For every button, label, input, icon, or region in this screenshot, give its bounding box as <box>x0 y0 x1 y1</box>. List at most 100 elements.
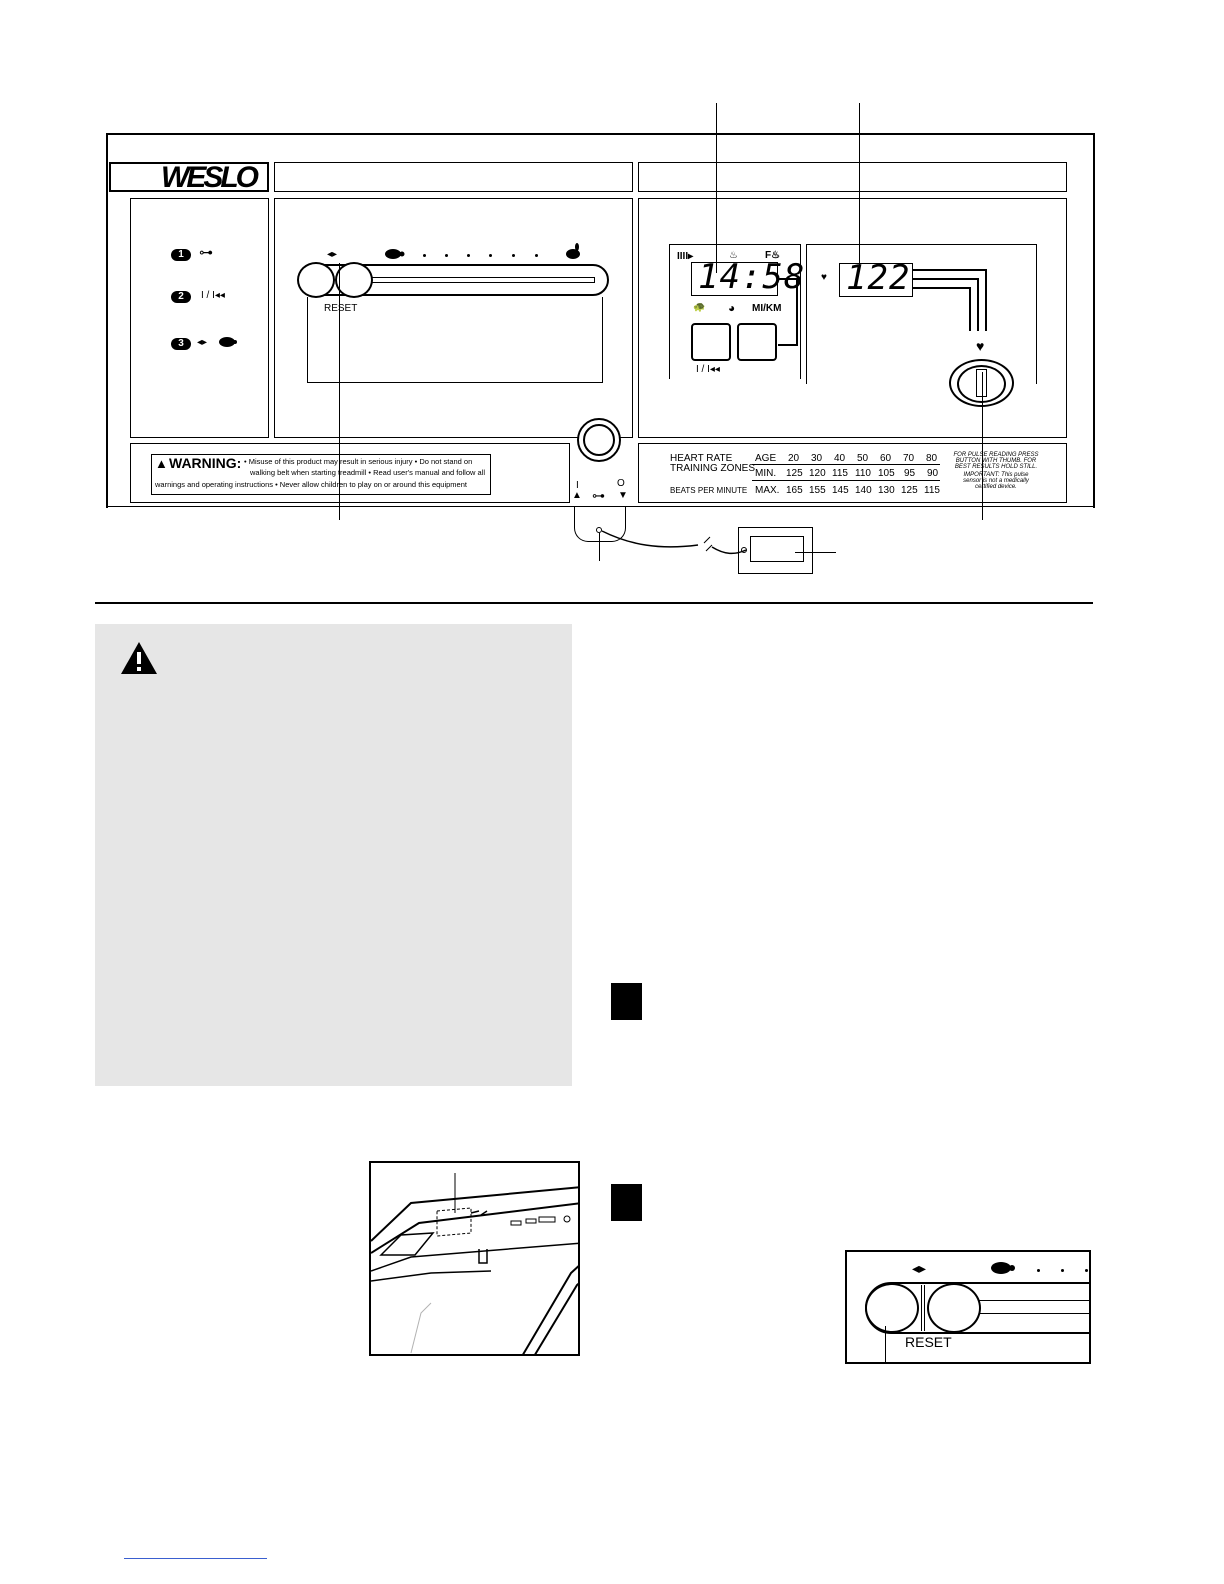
console-left-edge <box>106 133 108 508</box>
callout-line-key <box>599 533 600 561</box>
warning-icon: ▲ <box>155 456 168 471</box>
inset-callout-line <box>885 1326 886 1362</box>
pulse-window <box>806 244 1037 384</box>
console-right-edge <box>1093 133 1095 508</box>
safety-key-ring <box>741 547 747 553</box>
hr-zones-panel <box>638 443 1067 503</box>
callout-line-reset <box>339 263 340 520</box>
rabbit-icon <box>566 243 580 259</box>
key-icon: ⊶ <box>592 488 605 503</box>
speed-arrows-label: ◂▸ <box>327 249 338 260</box>
speed-increase-button[interactable] <box>335 262 373 298</box>
callout-line-sensor <box>982 372 983 520</box>
inset-button-divider <box>921 1285 922 1331</box>
step-2-label: I / I◂◂ <box>201 290 225 301</box>
warning-text-2: walking belt when starting treadmill • R… <box>250 468 486 477</box>
console-top-edge <box>106 133 1095 135</box>
brand-logo: WESLO <box>161 161 259 194</box>
hr-min-80: 90 <box>927 468 939 479</box>
reset-inset: ◂▸ RESET <box>845 1250 1091 1364</box>
key-clip <box>574 506 626 542</box>
pulse-note-6: certified device. <box>975 484 1017 490</box>
pulse-note-5: sensor is not a medically <box>963 478 1029 484</box>
hr-max-50: 140 <box>855 485 872 496</box>
hr-min-30: 120 <box>809 468 826 479</box>
safety-key-inner <box>750 536 804 562</box>
warning-panel: ▲ WARNING: • Misuse of this product may … <box>130 443 570 503</box>
speed-dot <box>512 254 515 257</box>
console-bottom-edge <box>106 506 1095 507</box>
hr-max-40: 145 <box>832 485 849 496</box>
pulse-connector-2 <box>913 278 979 331</box>
heart-icon: ♥ <box>976 338 985 354</box>
step-2-badge: 2 <box>171 291 191 303</box>
key-on-label: I <box>576 480 579 491</box>
key-clip-hole <box>596 527 602 533</box>
hr-beats-label: BEATS PER MINUTE <box>670 486 748 495</box>
header-box-center <box>274 162 633 192</box>
hr-min-70: 95 <box>904 468 916 479</box>
speed-dot <box>423 254 426 257</box>
inset-speed-arrows: ◂▸ <box>912 1260 927 1276</box>
mode-connector <box>778 278 798 346</box>
calories-icon: ♨ <box>729 250 738 261</box>
treadmill-console-drawing <box>371 1173 578 1354</box>
inset-turtle-icon <box>991 1262 1015 1274</box>
pulse-note-3: BEST RESULTS HOLD STILL. <box>954 464 1038 470</box>
inset-reset-label: RESET <box>905 1334 952 1350</box>
callout-line-pulse <box>859 103 860 265</box>
hr-max-60: 130 <box>878 485 895 496</box>
hr-title-2: TRAINING ZONES <box>670 463 756 474</box>
hr-max-20: 165 <box>786 485 803 496</box>
key-switch[interactable] <box>583 424 615 456</box>
inset-speed-dot <box>1037 1269 1040 1272</box>
section-divider <box>95 602 1093 604</box>
hr-min-50: 110 <box>855 468 871 479</box>
speed-dot <box>445 254 448 257</box>
inset-speed-dot <box>1061 1269 1064 1272</box>
warning-triangle-icon <box>121 642 157 674</box>
speed-mode-icon: 🐢 <box>693 302 706 313</box>
hr-age-80: 80 <box>926 453 938 464</box>
pulse-display-value: 122 <box>846 258 911 298</box>
brand-box: WESLO <box>109 161 269 194</box>
callout-line-safety-key <box>795 552 836 553</box>
header-box-right <box>638 162 1067 192</box>
fat-calories-icon: F♨ <box>765 250 781 261</box>
step-block <box>611 983 642 1020</box>
pulse-connector-1 <box>913 269 987 331</box>
hr-max-label: MAX. <box>755 485 780 496</box>
speed-panel: ◂▸ RESET <box>274 198 633 438</box>
time-window <box>669 244 801 379</box>
start-button[interactable] <box>691 323 731 361</box>
pulse-display: 122 <box>839 258 913 298</box>
clock-icon: ◕ <box>728 301 736 315</box>
hr-title-1: HEART RATE <box>670 453 733 464</box>
turtle-icon <box>219 337 237 347</box>
time-display: 14:58 <box>691 257 804 297</box>
pulse-connector-3 <box>913 287 971 331</box>
inset-speed-decrease-button[interactable] <box>865 1283 919 1333</box>
time-display-value: 14:58 <box>698 257 806 297</box>
speed-decrease-button[interactable] <box>297 262 335 298</box>
inset-speed-increase-button[interactable] <box>927 1283 981 1333</box>
hr-age-70: 70 <box>903 453 915 464</box>
speed-arrows-icon: ◂▸ <box>197 337 208 348</box>
hr-age-label: AGE <box>755 453 777 464</box>
footnote-rule <box>124 1558 267 1559</box>
hr-age-20: 20 <box>788 453 800 464</box>
pulse-note: FOR PULSE READING PRESS BUTTON WITH THUM… <box>948 452 1044 490</box>
warning-text-1: • Misuse of this product may result in s… <box>244 457 473 466</box>
pulse-sensor-pad <box>976 369 987 397</box>
step-block <box>611 1184 642 1221</box>
down-arrow-icon: ▼ <box>618 490 628 501</box>
display-panel: IIII▸ ♨ F♨ 14:58 🐢 ◕ MI/KM I / I◂◂ ♥ 122… <box>638 198 1067 438</box>
key-cord <box>601 530 747 555</box>
speed-dot <box>535 254 538 257</box>
battery-icon: IIII▸ <box>677 251 694 262</box>
speed-window <box>307 297 603 383</box>
hr-age-30: 30 <box>811 453 823 464</box>
key-icon: ⊶ <box>199 244 213 260</box>
hr-divider <box>752 480 940 481</box>
mi-km-button[interactable] <box>737 323 777 361</box>
